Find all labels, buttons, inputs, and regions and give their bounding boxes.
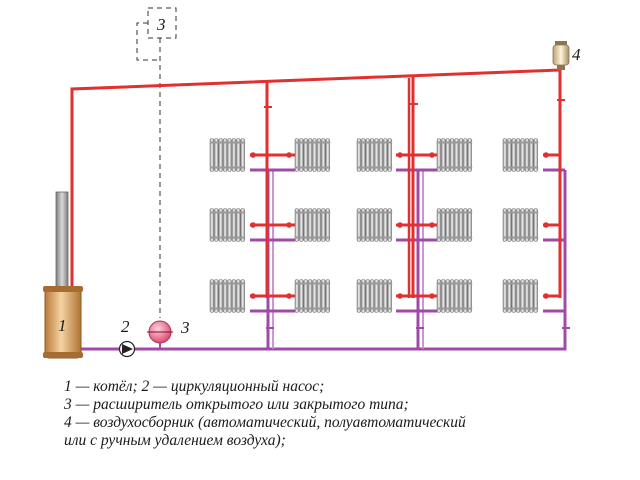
- valve-14: [429, 293, 435, 299]
- radiator-5: [502, 138, 539, 172]
- return-pipes: [81, 168, 567, 351]
- legend: 1 — котёл; 2 — циркуляционный насос; 3 —…: [64, 378, 624, 450]
- radiator-11: [209, 279, 246, 313]
- valve-1: [250, 152, 256, 158]
- radiator-1: [209, 138, 246, 172]
- label-expander: 3: [180, 318, 190, 337]
- valve-2: [286, 152, 292, 158]
- radiator-2: [294, 138, 331, 172]
- label-boiler: 1: [58, 316, 67, 335]
- radiator-8: [356, 208, 393, 242]
- valve-5: [543, 152, 549, 158]
- circulation-pump: [118, 340, 136, 358]
- radiators-group: [209, 138, 539, 313]
- legend-line-2: 3 — расширитель открытого или закрытого …: [64, 396, 409, 413]
- radiator-3: [356, 138, 393, 172]
- supply-main: [70, 68, 561, 290]
- legend-line-3: 4 — воздухосборник (автоматический, полу…: [64, 414, 466, 431]
- valve-6: [250, 222, 256, 228]
- valves-group: [250, 99, 570, 329]
- label-pump: 2: [121, 317, 130, 336]
- radiator-7: [294, 208, 331, 242]
- expander-dashed-link: [136, 7, 177, 318]
- valve-13: [397, 293, 403, 299]
- valve-4: [429, 152, 435, 158]
- radiator-6: [209, 208, 246, 242]
- valve-7: [286, 222, 292, 228]
- return-main: [81, 170, 567, 351]
- valve-12: [286, 293, 292, 299]
- valve-11: [250, 293, 256, 299]
- radiator-14: [436, 279, 473, 313]
- label-expander-alt: 3: [156, 15, 166, 34]
- radiator-15: [502, 279, 539, 313]
- valve-15: [543, 293, 549, 299]
- radiator-12: [294, 279, 331, 313]
- radiator-13: [356, 279, 393, 313]
- supply-pipes: [70, 68, 562, 298]
- boiler: [43, 191, 83, 359]
- legend-line-4: или с ручным удалением воздуха);: [64, 432, 286, 449]
- valve-3: [397, 152, 403, 158]
- valve-8: [397, 222, 403, 228]
- valve-9: [429, 222, 435, 228]
- expansion-tank: [147, 320, 173, 349]
- valve-10: [543, 222, 549, 228]
- air-vent: [552, 41, 570, 70]
- legend-line-1: 1 — котёл; 2 — циркуляционный насос;: [64, 378, 325, 395]
- radiator-4: [436, 138, 473, 172]
- label-air-vent: 4: [572, 45, 581, 64]
- radiator-10: [502, 208, 539, 242]
- radiator-9: [436, 208, 473, 242]
